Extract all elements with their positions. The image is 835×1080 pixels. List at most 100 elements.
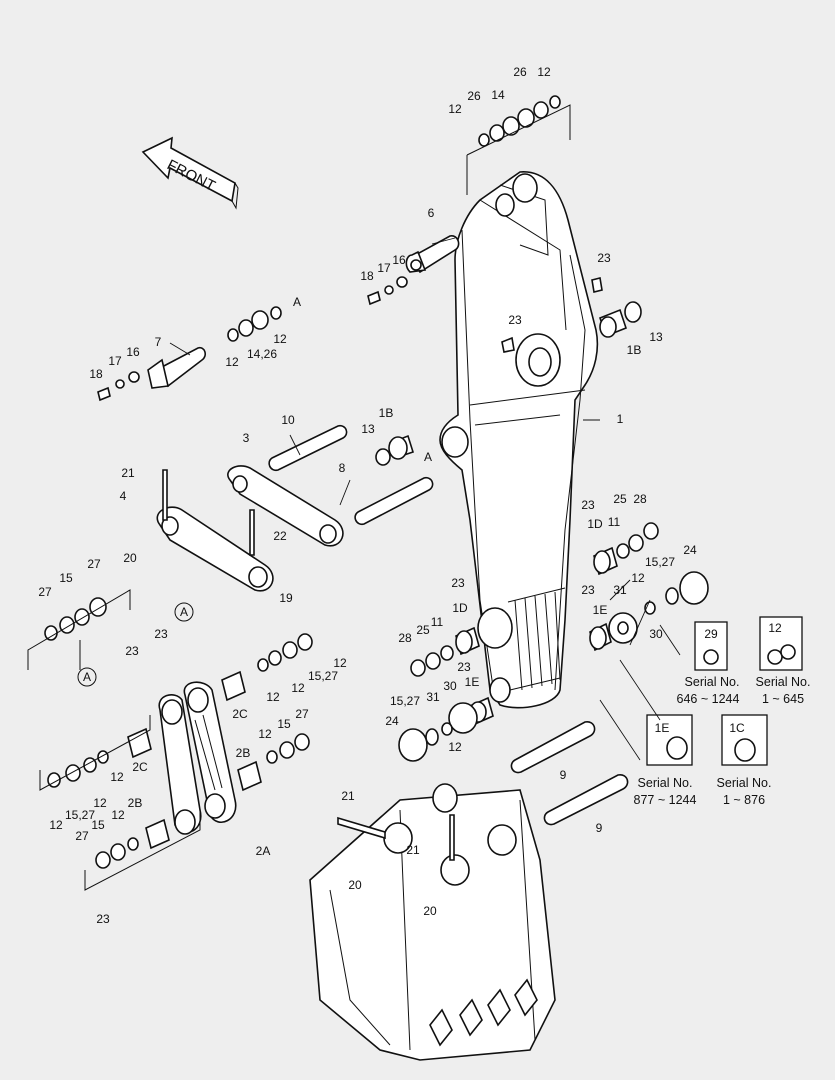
callout-23: 23 — [457, 660, 471, 674]
callout-15-27: 15,27 — [645, 555, 675, 569]
callout-20: 20 — [123, 551, 137, 565]
callout-12: 12 — [93, 796, 107, 810]
callout-6: 6 — [428, 206, 435, 220]
serial-range: 1 ~ 645 — [762, 692, 804, 706]
serial-box-1c: 1C Serial No. 1 ~ 876 — [717, 714, 771, 807]
callout-19: 19 — [279, 591, 293, 605]
pins-10-8 — [268, 424, 434, 526]
link-2a — [158, 681, 237, 835]
callout-26: 26 — [513, 65, 527, 79]
callout-12: 12 — [631, 571, 645, 585]
callout-14: 14 — [491, 88, 505, 102]
callout-a: A — [180, 605, 188, 619]
link-4 — [156, 469, 274, 592]
callout-21: 21 — [341, 789, 355, 803]
serial-range: 877 ~ 1244 — [634, 793, 697, 807]
callout-11: 11 — [608, 515, 621, 529]
callout-28: 28 — [633, 492, 647, 506]
callout-27: 27 — [38, 585, 52, 599]
callout-13: 13 — [361, 422, 375, 436]
callout-27: 27 — [87, 557, 101, 571]
callout-13: 13 — [649, 330, 663, 344]
callout-9: 9 — [596, 821, 603, 835]
callout-12: 12 — [110, 770, 124, 784]
callout-26: 26 — [467, 89, 481, 103]
callout-24: 24 — [683, 543, 697, 557]
serial-box-1e: 1E Serial No. 877 ~ 1244 — [634, 714, 697, 807]
callout-1d: 1D — [452, 601, 468, 615]
callout-1e: 1E — [465, 675, 480, 689]
pin-6 — [367, 235, 460, 306]
callout-21: 21 — [406, 843, 420, 857]
callout-21: 21 — [121, 466, 135, 480]
callout-23: 23 — [96, 912, 110, 926]
callout-17: 17 — [108, 354, 122, 368]
serial-caption: Serial No. — [756, 675, 811, 689]
callout-16: 16 — [392, 253, 406, 267]
callout-15: 15 — [277, 717, 291, 731]
callout-12: 12 — [448, 102, 462, 116]
mid-washer-groups — [39, 633, 313, 891]
callout-9: 9 — [560, 768, 567, 782]
callout-3: 3 — [243, 431, 250, 445]
callout-20: 20 — [348, 878, 362, 892]
callout-23: 23 — [451, 576, 465, 590]
serial-range: 646 ~ 1244 — [677, 692, 740, 706]
callout-1d: 1D — [587, 517, 603, 531]
callout-27: 27 — [75, 829, 89, 843]
callout-8: 8 — [339, 461, 346, 475]
top-washer-stack — [466, 95, 571, 195]
callout-11: 11 — [431, 615, 444, 629]
callout-2b: 2B — [236, 746, 251, 760]
callout-14-26: 14,26 — [247, 347, 277, 361]
serial-box-29: 29 Serial No. 646 ~ 1244 — [677, 621, 740, 706]
bushings-2b-2c — [127, 670, 262, 850]
callout-15-27: 15,27 — [65, 808, 95, 822]
callout-15: 15 — [91, 818, 105, 832]
callout-12: 12 — [266, 690, 280, 704]
callout-12: 12 — [273, 332, 287, 346]
serial-range: 1 ~ 876 — [723, 793, 765, 807]
callout-30: 30 — [649, 627, 663, 641]
right-bushing-group — [398, 522, 709, 762]
left-washer-group — [27, 589, 131, 670]
callout-27: 27 — [295, 707, 309, 721]
callout-2a: 2A — [256, 844, 271, 858]
callout-17: 17 — [377, 261, 391, 275]
callout-1e: 1E — [593, 603, 608, 617]
callout-22: 22 — [273, 529, 287, 543]
callout-12: 12 — [537, 65, 551, 79]
callout-28: 28 — [398, 631, 412, 645]
callout-30: 30 — [443, 679, 457, 693]
callout-a: A — [83, 670, 91, 684]
callout-12: 12 — [111, 808, 125, 822]
callout-18: 18 — [360, 269, 374, 283]
callout-1b: 1B — [379, 406, 394, 420]
callout-20: 20 — [423, 904, 437, 918]
callout-2c: 2C — [132, 760, 148, 774]
callout-23: 23 — [154, 627, 168, 641]
callout-a: A — [424, 450, 432, 464]
serial-box-part: 12 — [768, 621, 782, 635]
callout-15: 15 — [59, 571, 73, 585]
arm-body — [439, 171, 599, 709]
callout-1b: 1B — [627, 343, 642, 357]
callout-23: 23 — [581, 498, 595, 512]
callout-12: 12 — [258, 727, 272, 741]
pins-9 — [510, 721, 629, 826]
callout-31: 31 — [426, 690, 440, 704]
callout-2c: 2C — [232, 707, 248, 721]
callout-1: 1 — [617, 412, 624, 426]
callout-23: 23 — [508, 313, 522, 327]
serial-caption: Serial No. — [685, 675, 740, 689]
callout-16: 16 — [126, 345, 140, 359]
serial-box-part: 29 — [704, 627, 718, 641]
link-3 — [227, 465, 344, 547]
callout-25: 25 — [416, 623, 430, 637]
callout-15-27: 15,27 — [308, 669, 338, 683]
callout-23: 23 — [125, 644, 139, 658]
callout-12: 12 — [49, 818, 63, 832]
callout-31: 31 — [613, 583, 627, 597]
callout-24: 24 — [385, 714, 399, 728]
